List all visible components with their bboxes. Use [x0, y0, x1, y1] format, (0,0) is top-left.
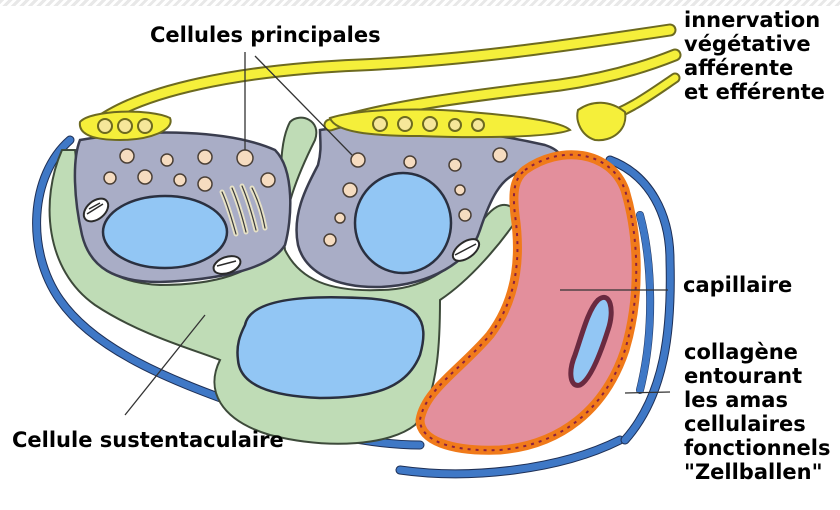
label-innervation-line-2: végétative	[684, 32, 825, 56]
label-innervation-line-4: et efférente	[684, 80, 825, 104]
label-collagene-line-1: collagène	[684, 340, 830, 364]
label-collagene: collagène entourant les amas cellulaires…	[684, 340, 830, 484]
label-collagene-line-3: les amas	[684, 388, 830, 412]
label-capillaire: capillaire	[683, 273, 792, 297]
label-collagene-line-2: entourant	[684, 364, 830, 388]
label-innervation: innervation végétative afférente et effé…	[684, 8, 825, 104]
leader-collagene	[625, 392, 670, 393]
label-collagene-line-4: cellulaires	[684, 412, 830, 436]
label-innervation-line-1: innervation	[684, 8, 825, 32]
nucleus-right	[355, 173, 451, 273]
nucleus-left	[103, 196, 227, 268]
label-collagene-line-6: "Zellballen"	[684, 460, 830, 484]
label-cellule-sustentaculaire: Cellule sustentaculaire	[12, 428, 284, 452]
label-innervation-line-3: afférente	[684, 56, 825, 80]
label-collagene-line-5: fonctionnels	[684, 436, 830, 460]
label-cellules-principales: Cellules principales	[150, 23, 381, 47]
nucleus-sustentacular	[237, 297, 423, 398]
